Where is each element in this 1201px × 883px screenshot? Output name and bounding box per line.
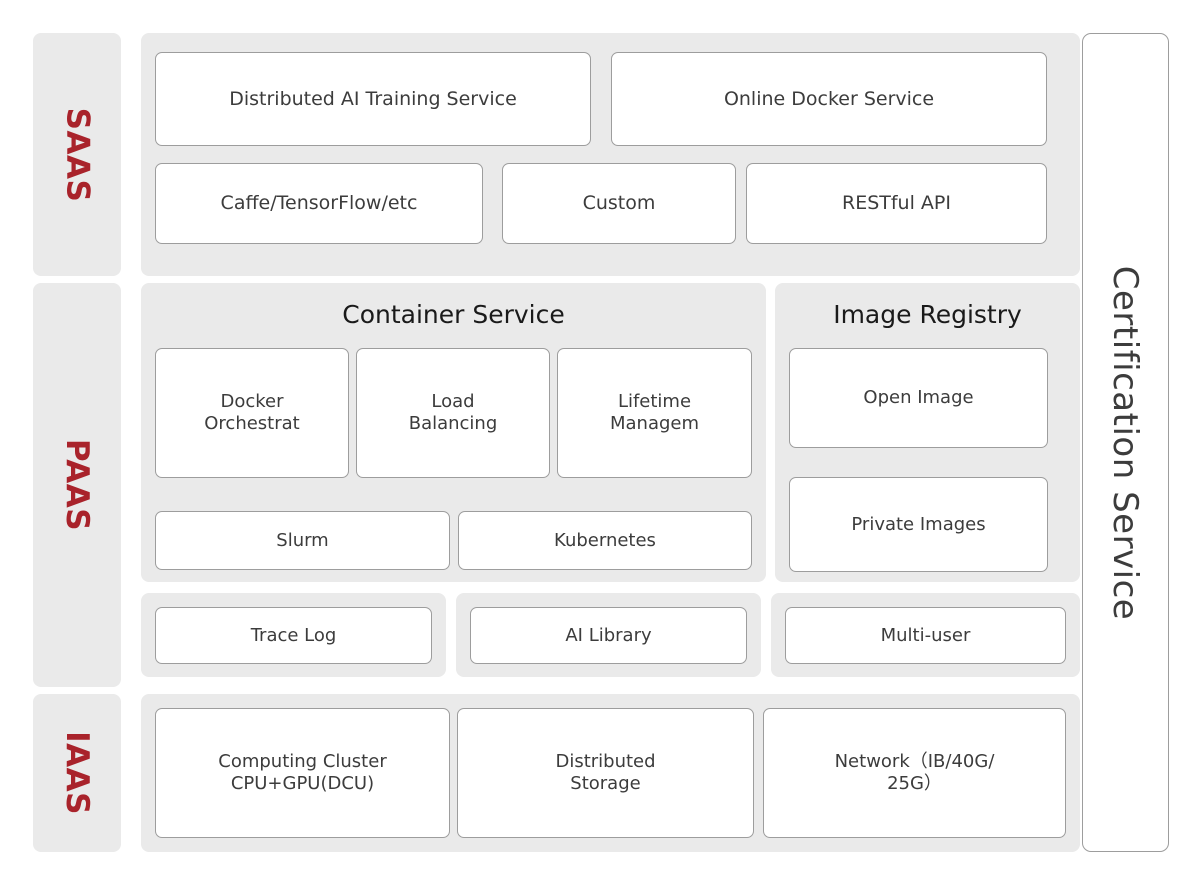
paas-card-load-balancing[interactable]: Load Balancing [356, 348, 550, 478]
tier-label-paas: PAAS [33, 283, 121, 687]
saas-card-label: Distributed AI Training Service [229, 87, 517, 110]
image-registry-title: Image Registry [833, 300, 1022, 329]
certification-service-label: Certification Service [1105, 265, 1146, 620]
container-service-title: Container Service [342, 300, 565, 329]
paas-card-ai-library[interactable]: AI Library [470, 607, 747, 664]
paas-card-label: Multi-user [880, 624, 971, 646]
paas-card-label: AI Library [565, 624, 652, 646]
tier-label-iaas-text: IAAS [58, 731, 95, 815]
paas-card-trace-log[interactable]: Trace Log [155, 607, 432, 664]
paas-card-label: Kubernetes [554, 529, 656, 551]
saas-card-custom[interactable]: Custom [502, 163, 736, 244]
paas-card-label: Trace Log [250, 624, 337, 646]
paas-card-lifetime-managem[interactable]: Lifetime Managem [557, 348, 752, 478]
paas-card-label: Lifetime Managem [609, 391, 700, 434]
paas-card-label: Load Balancing [408, 391, 498, 434]
paas-card-docker-orchestrat[interactable]: Docker Orchestrat [155, 348, 349, 478]
paas-card-slurm[interactable]: Slurm [155, 511, 450, 570]
saas-card-caffe-tensorflow-etc[interactable]: Caffe/TensorFlow/etc [155, 163, 483, 244]
iaas-card-network[interactable]: Network（IB/40G/ 25G） [763, 708, 1066, 838]
saas-card-label: RESTful API [842, 192, 951, 215]
iaas-card-label: Computing Cluster CPU+GPU(DCU) [218, 751, 387, 794]
saas-card-label: Caffe/TensorFlow/etc [220, 192, 418, 215]
paas-card-multi-user[interactable]: Multi-user [785, 607, 1066, 664]
tier-label-paas-text: PAAS [59, 438, 95, 532]
saas-card-distributed-ai-training-service[interactable]: Distributed AI Training Service [155, 52, 591, 146]
saas-card-online-docker-service[interactable]: Online Docker Service [611, 52, 1047, 146]
iaas-card-computing-cluster[interactable]: Computing Cluster CPU+GPU(DCU) [155, 708, 450, 838]
tier-label-saas: SAAS [33, 33, 121, 276]
paas-card-kubernetes[interactable]: Kubernetes [458, 511, 752, 570]
tier-label-saas-text: SAAS [59, 107, 96, 202]
paas-card-private-images[interactable]: Private Images [789, 477, 1048, 572]
tier-label-iaas: IAAS [33, 694, 121, 852]
iaas-card-label: Distributed Storage [555, 751, 656, 794]
saas-card-restful-api[interactable]: RESTful API [746, 163, 1047, 244]
paas-card-label: Docker Orchestrat [204, 391, 300, 434]
iaas-card-label: Network（IB/40G/ 25G） [834, 751, 995, 794]
paas-card-label: Slurm [276, 529, 329, 551]
saas-card-label: Online Docker Service [723, 87, 935, 110]
iaas-card-distributed-storage[interactable]: Distributed Storage [457, 708, 754, 838]
paas-card-label: Open Image [863, 387, 974, 409]
paas-card-open-image[interactable]: Open Image [789, 348, 1048, 448]
saas-card-label: Custom [582, 192, 656, 215]
certification-service-panel[interactable]: Certification Service [1082, 33, 1169, 852]
paas-card-label: Private Images [851, 513, 986, 535]
